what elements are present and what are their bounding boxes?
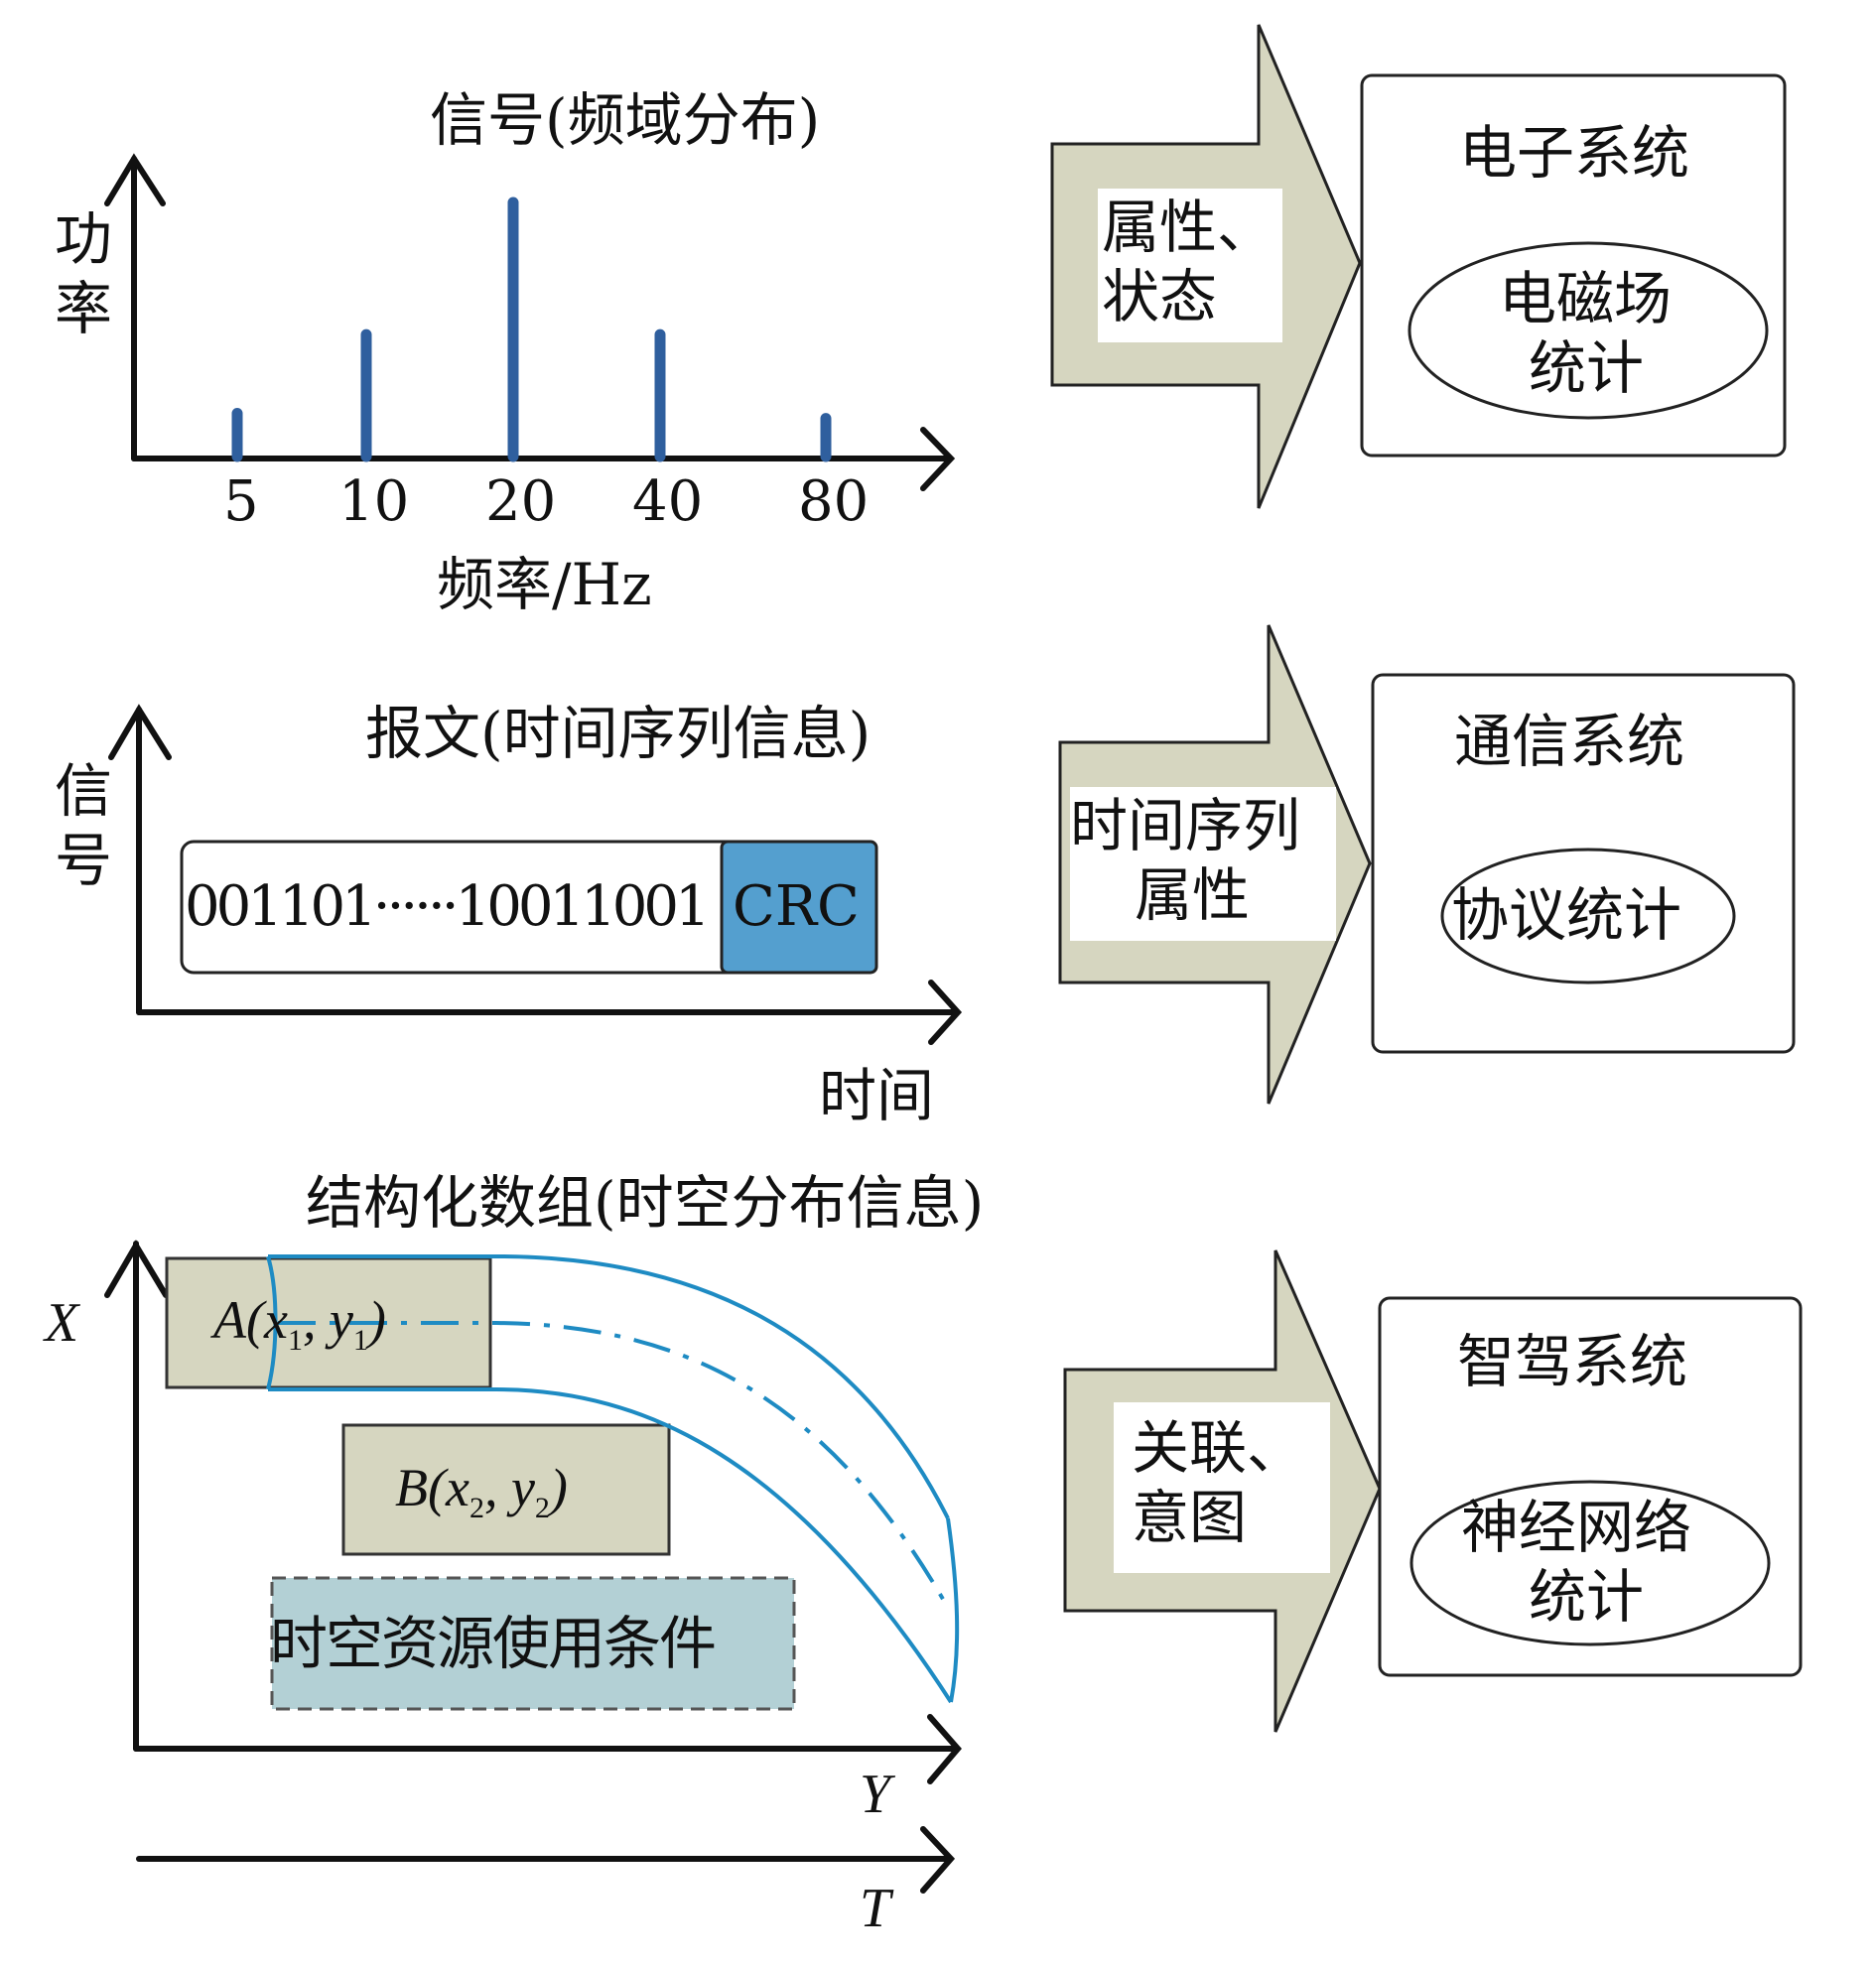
- p1-x-arrowhead: [920, 427, 956, 491]
- crc-block: [720, 840, 878, 975]
- method3-line2: 统计: [1529, 1563, 1645, 1631]
- p3-vertical-arrowhead: [104, 1240, 169, 1298]
- arrow3-label-bg: [1114, 1402, 1330, 1573]
- method-ellipse-1: [1407, 241, 1769, 420]
- panel3-axes: [104, 1240, 962, 1894]
- p1-x-label: 频率/Hz: [437, 551, 652, 618]
- box-b-name: B: [395, 1458, 428, 1517]
- p2-title: 报文(时间序列信息): [365, 700, 871, 767]
- method-ellipse-2: [1440, 848, 1736, 984]
- p3-y-arrowhead: [927, 1714, 962, 1784]
- p2-y-label-1: 信: [55, 757, 113, 825]
- box-a-label: A(x1, y1): [213, 1290, 386, 1357]
- method1-line1: 电磁场: [1499, 265, 1673, 332]
- p3-title: 结构化数组(时空分布信息): [306, 1169, 985, 1237]
- box-b: [341, 1423, 671, 1556]
- trajectory-band: [266, 1254, 960, 1704]
- box-b-label: B(x2, y2): [395, 1458, 568, 1524]
- arrow3-line1: 关联、: [1132, 1414, 1305, 1482]
- box-a-name: A: [213, 1290, 246, 1350]
- p2-y-label-2: 号: [55, 827, 113, 894]
- method1-line2: 统计: [1529, 334, 1645, 402]
- arrow2-line2: 属性: [1135, 861, 1251, 929]
- message-bits: 001101······10011001: [185, 874, 711, 939]
- box-a-x-sub: 1: [287, 1323, 303, 1357]
- p2-x-label: 时间: [819, 1062, 935, 1129]
- arrow3-line2: 意图: [1132, 1484, 1248, 1551]
- p3-t-axis-label: T: [860, 1878, 891, 1939]
- arrow2-label-bg: [1070, 787, 1336, 941]
- trajectory-centerline: [278, 1321, 950, 1609]
- system1-title: 电子系统: [1459, 119, 1690, 187]
- box-b-y: y: [510, 1458, 535, 1517]
- box-b-y-sub: 2: [534, 1491, 550, 1524]
- condition-box: [270, 1576, 796, 1711]
- crc-label: CRC: [733, 874, 860, 939]
- box-a-y: y: [329, 1290, 353, 1350]
- box-b-x: x: [445, 1458, 469, 1517]
- arrow2-line1: 时间序列: [1070, 792, 1301, 859]
- x-tick-40: 40: [632, 469, 704, 534]
- p2-y-arrowhead: [108, 704, 172, 760]
- p3-t-arrowhead: [920, 1826, 956, 1894]
- condition-label: 时空资源使用条件: [270, 1610, 717, 1677]
- box-a-y-sub: 1: [352, 1323, 368, 1357]
- method2-line1: 协议统计: [1451, 881, 1682, 949]
- method-ellipse-3: [1409, 1480, 1771, 1646]
- panel1-axes: [104, 153, 956, 491]
- p3-x-axis-label: X: [45, 1292, 79, 1354]
- arrow1-line2: 状态: [1102, 263, 1218, 330]
- box-a-x: x: [263, 1290, 288, 1350]
- p1-y-label-1: 功: [55, 205, 113, 273]
- method3-line1: 神经网络: [1461, 1494, 1692, 1561]
- trajectory-upper-edge: [268, 1254, 950, 1519]
- trajectory-start-edge: [266, 1255, 278, 1390]
- trajectory-lower-edge: [268, 1387, 953, 1704]
- arrow1-label-bg: [1098, 189, 1282, 342]
- x-tick-20: 20: [485, 469, 557, 534]
- p2-x-arrowhead: [928, 980, 963, 1045]
- p3-y-axis-label: Y: [860, 1764, 891, 1825]
- trajectory-end-edge: [946, 1517, 960, 1703]
- panel2-axes: [108, 704, 963, 1045]
- p1-title: 信号(频域分布): [430, 86, 821, 154]
- box-b-x-sub: 2: [469, 1491, 484, 1524]
- x-tick-5: 5: [223, 469, 259, 534]
- system3-title: 智驾系统: [1457, 1328, 1688, 1395]
- p1-y-arrowhead: [104, 153, 166, 206]
- x-tick-10: 10: [338, 469, 410, 534]
- x-tick-80: 80: [798, 469, 870, 534]
- system2-title: 通信系统: [1454, 708, 1685, 775]
- arrow1-line1: 属性、: [1102, 194, 1275, 261]
- p1-y-label-2: 率: [55, 275, 113, 342]
- p1-stems: [231, 197, 832, 462]
